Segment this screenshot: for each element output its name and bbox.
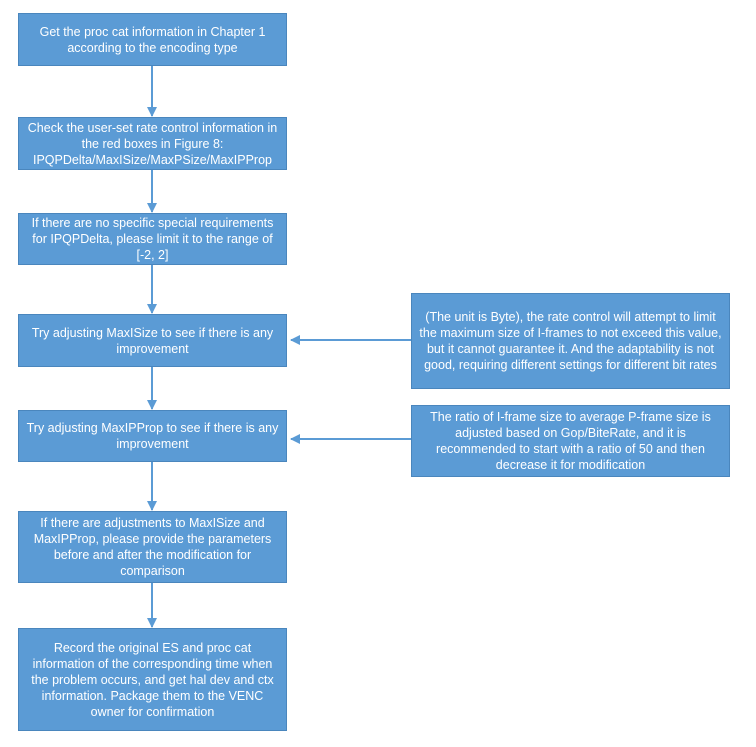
flow-step-text: Get the proc cat information in Chapter … xyxy=(39,24,266,55)
flow-step-text: If there are no specific special require… xyxy=(31,216,274,262)
flow-step-adjust-maxisize: Try adjusting MaxISize to see if there i… xyxy=(18,314,287,367)
note-text: (The unit is Byte), the rate control wil… xyxy=(419,310,722,372)
note-maxisize: (The unit is Byte), the rate control wil… xyxy=(411,293,730,389)
flow-step-text: Record the original ES and proc cat info… xyxy=(31,640,274,719)
flow-step-adjust-maxipprop: Try adjusting MaxIPProp to see if there … xyxy=(18,410,287,462)
note-text: The ratio of I-frame size to average P-f… xyxy=(430,410,711,472)
note-maxipprop: The ratio of I-frame size to average P-f… xyxy=(411,405,730,477)
flow-step-text: Try adjusting MaxISize to see if there i… xyxy=(31,325,274,356)
flow-step-text: If there are adjustments to MaxISize and… xyxy=(33,516,272,578)
flow-step-get-proc-cat: Get the proc cat information in Chapter … xyxy=(18,13,287,66)
flow-step-record-and-package: Record the original ES and proc cat info… xyxy=(18,628,287,731)
flow-step-provide-parameters: If there are adjustments to MaxISize and… xyxy=(18,511,287,583)
flow-step-text: Try adjusting MaxIPProp to see if there … xyxy=(26,421,279,451)
flow-step-limit-ipqpdelta: If there are no specific special require… xyxy=(18,213,287,265)
flow-step-check-rate-control: Check the user-set rate control informat… xyxy=(18,117,287,170)
flow-step-text: Check the user-set rate control informat… xyxy=(27,120,278,167)
